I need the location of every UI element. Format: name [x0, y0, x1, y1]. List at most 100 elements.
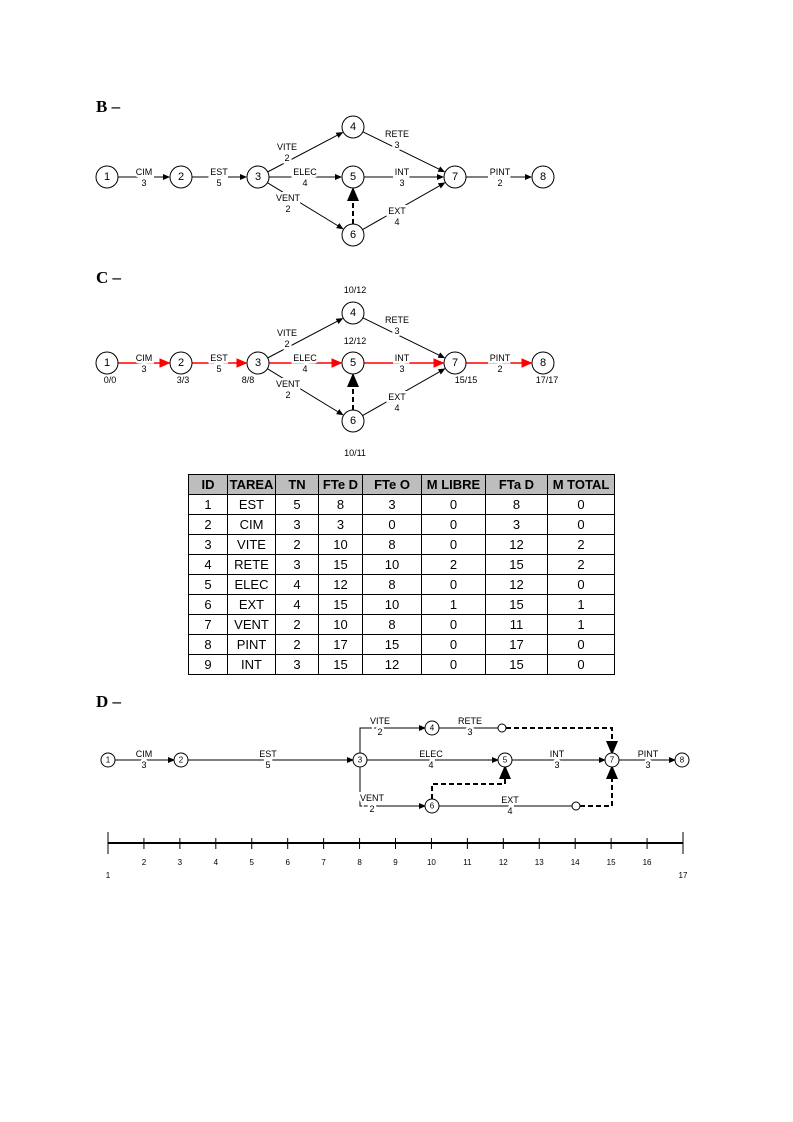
diagram_d-node-8: 8 [680, 756, 685, 765]
diagram_c-node-3: 3 [255, 357, 261, 369]
float-end-marker [571, 801, 581, 811]
diagram_d-node-circle [424, 798, 440, 814]
diagram_d-edge-duration: 3 [554, 760, 559, 770]
table-cell: 1 [547, 594, 615, 615]
diagram_b-edge-label: VITE [277, 142, 297, 152]
table-cell: 3 [318, 514, 363, 535]
column-header: ID [188, 474, 228, 495]
diagram_c-node-circle [341, 409, 365, 433]
diagram_c-edge-label: EST [210, 353, 228, 363]
diagram_c-node-circle [246, 351, 270, 375]
diagram_b-node-5: 5 [350, 171, 356, 183]
diagram_c-edge-label: PINT [490, 353, 511, 363]
table-cell: 11 [485, 614, 548, 635]
diagram_b-node-circle [169, 165, 193, 189]
table-cell: 3 [275, 514, 319, 535]
diagram_d-node-circle [604, 752, 620, 768]
diagram_d-node-circle [424, 720, 440, 736]
table-cell: 8 [318, 494, 363, 515]
float-end-marker [497, 723, 507, 733]
diagram_b-node-2: 2 [178, 171, 184, 183]
timeline-tick-label: 14 [571, 858, 580, 867]
diagram_c-edge-duration: 2 [284, 339, 289, 349]
diagram_b-edge-RETE [362, 131, 446, 173]
diagram_d-edge-duration: 4 [507, 806, 512, 816]
diagram_c-edge-VITE [267, 318, 344, 359]
table-cell: INT [227, 654, 276, 675]
diagram_c-node-circle [341, 301, 365, 325]
column-header: FTe O [362, 474, 422, 495]
diagram_d-node-2: 2 [179, 756, 184, 765]
diagram_c-node-6: 6 [350, 415, 356, 427]
table-cell: 12 [318, 574, 363, 595]
table-cell: 3 [275, 554, 319, 575]
diagram_d-edge-duration: 2 [377, 727, 382, 737]
diagram_c-event-times: 10/11 [344, 448, 366, 458]
timeline-tick-label: 15 [607, 858, 616, 867]
table-cell: CIM [227, 514, 276, 535]
diagram_d-edge-dummy [580, 765, 618, 807]
timeline-tick-label: 1 [106, 871, 111, 880]
diagram_d-node-circle [352, 752, 368, 768]
table-cell: 7 [188, 614, 228, 635]
diagram_d-edge-label: RETE [458, 716, 482, 726]
timeline-tick-label: 8 [357, 858, 362, 867]
diagram_b-node-circle [341, 223, 365, 247]
table-cell: 17 [485, 634, 548, 655]
table-cell: 8 [362, 574, 422, 595]
diagram_d-edge-duration: 2 [369, 804, 374, 814]
diagram_d-edge-duration: 3 [645, 760, 650, 770]
diagram_c-edge-duration: 2 [285, 390, 290, 400]
section-b-heading: B – [96, 97, 121, 116]
diagram_c-edge-EXT [362, 368, 446, 416]
column-header: TN [275, 474, 319, 495]
diagram_c-edge-duration: 4 [302, 364, 307, 374]
timeline-tick-label: 11 [463, 858, 472, 867]
column-header: M TOTAL [547, 474, 615, 495]
diagram_c-node-4: 4 [350, 307, 356, 319]
diagram_d-node-circle [100, 752, 116, 768]
diagram_c-edge-duration: 3 [399, 364, 404, 374]
diagram_c-event-times: 12/12 [344, 336, 367, 346]
diagram_b-edge-duration: 4 [302, 178, 307, 188]
table-cell: 0 [421, 494, 486, 515]
diagram_c-edge-duration: 3 [141, 364, 146, 374]
diagram_d-edge-label: INT [550, 749, 565, 759]
timeline-tick-label: 16 [643, 858, 652, 867]
table-cell: 8 [362, 614, 422, 635]
table-cell: 9 [188, 654, 228, 675]
diagram_d-edge-VITE [359, 725, 426, 753]
column-header: FTa D [485, 474, 548, 495]
diagram_d-edge-VENT [359, 767, 426, 809]
table-cell: 15 [485, 554, 548, 575]
table-cell: 10 [362, 594, 422, 615]
diagram_d-edge-label: VITE [370, 716, 390, 726]
diagram_b-edge-duration: 4 [394, 217, 399, 227]
diagram_c-node-1: 1 [104, 357, 110, 369]
table-cell: 4 [188, 554, 228, 575]
diagram_b-edge-label: ELEC [293, 167, 317, 177]
table-cell: PINT [227, 634, 276, 655]
diagram_d-edge-label: PINT [638, 749, 659, 759]
diagram_d-edge-dummy [506, 727, 618, 755]
diagram_d-edge-label: ELEC [419, 749, 443, 759]
diagram_d-edge-label: CIM [136, 749, 153, 759]
diagram_b-node-circle [341, 115, 365, 139]
diagram_c-node-circle [169, 351, 193, 375]
table-cell: 2 [547, 554, 615, 575]
table-cell: 0 [421, 634, 486, 655]
diagram_c-event-times: 3/3 [177, 375, 190, 385]
diagram_b-edge-duration: 3 [394, 140, 399, 150]
diagram_c-edge-VENT [267, 368, 344, 416]
table-cell: 3 [275, 654, 319, 675]
diagram_d-edge-duration: 4 [428, 760, 433, 770]
table-cell: 2 [275, 614, 319, 635]
table-cell: 8 [485, 494, 548, 515]
diagram_d-node-4: 4 [430, 724, 435, 733]
